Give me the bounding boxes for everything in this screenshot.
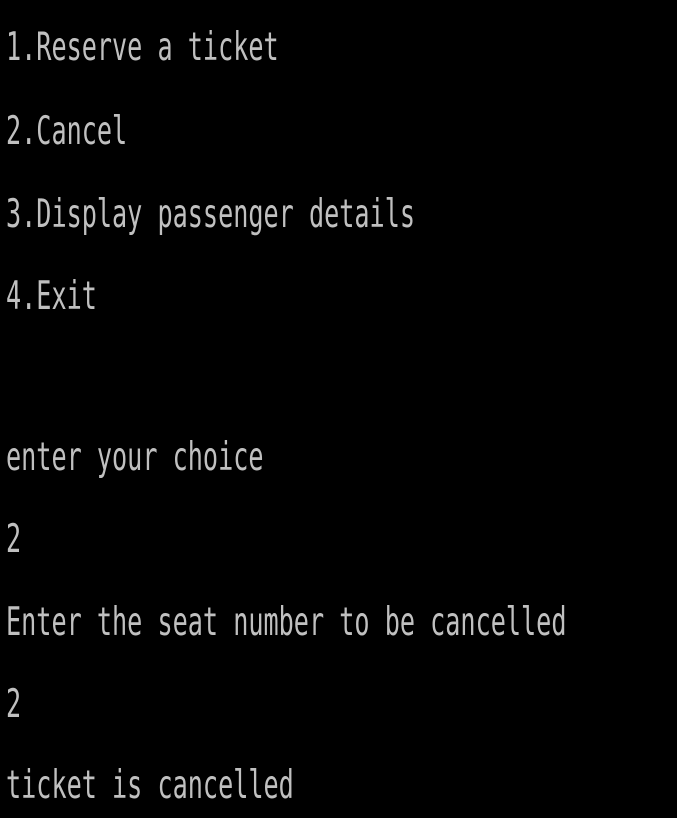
choice-input: 2 (6, 516, 22, 562)
menu-item-cancel: 2.Cancel (6, 108, 128, 154)
menu-item-exit: 4.Exit (6, 273, 97, 319)
choice-prompt: enter your choice (6, 434, 264, 480)
seat-input: 2 (6, 681, 22, 727)
result-message: ticket is cancelled (6, 762, 294, 808)
menu-item-reserve: 1.Reserve a ticket (6, 24, 279, 70)
menu-item-display-passenger: 3.Display passenger details (6, 191, 415, 237)
seat-prompt: Enter the seat number to be cancelled (6, 599, 567, 645)
